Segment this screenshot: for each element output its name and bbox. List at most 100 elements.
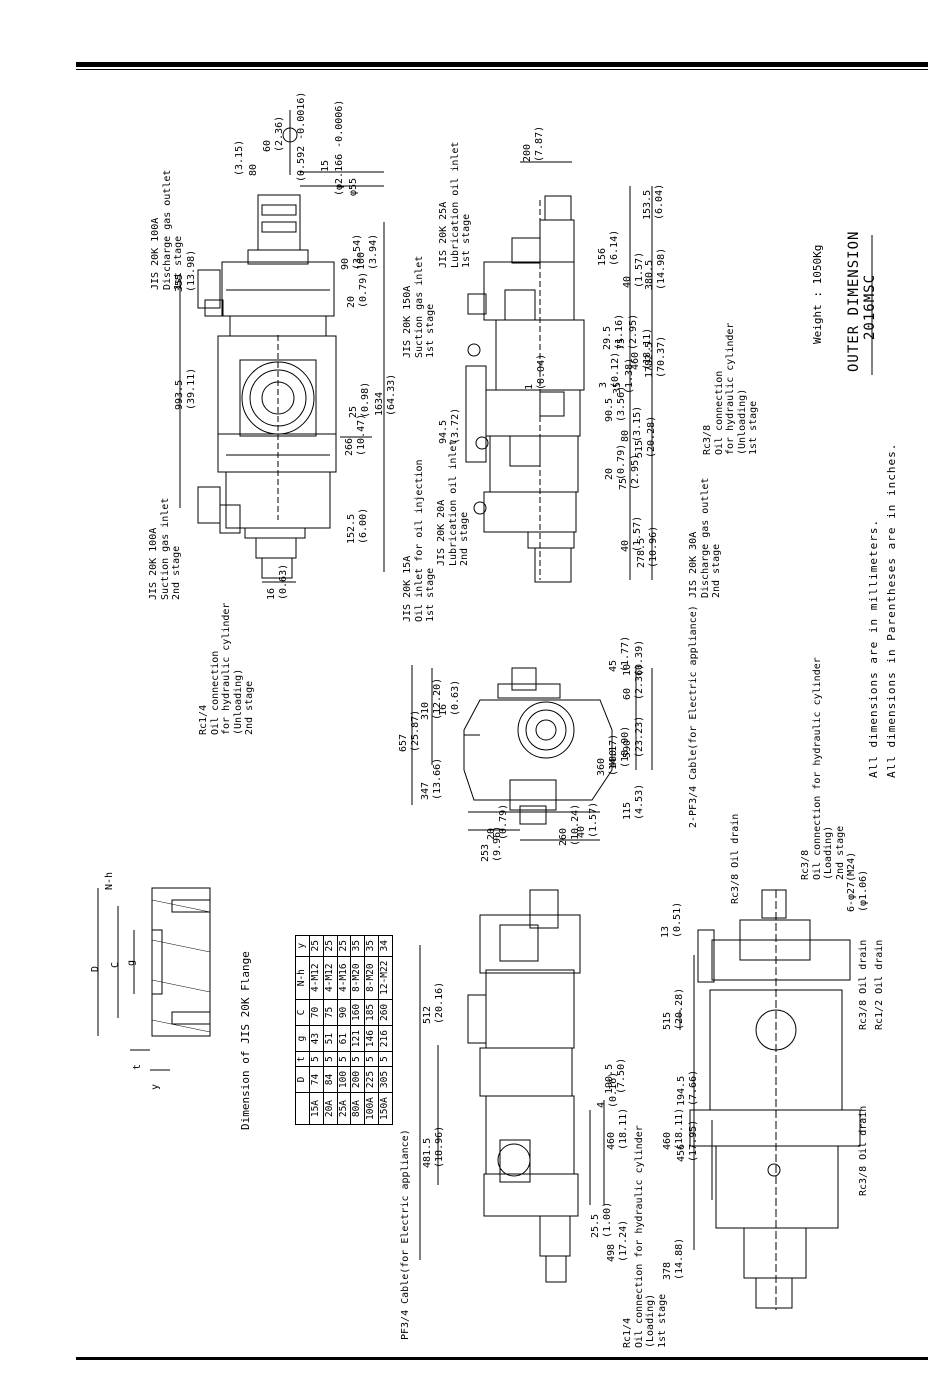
- table-cell: 12-M22: [378, 956, 393, 1000]
- table-cell: 4-M12: [309, 956, 324, 1000]
- table-cell: 160: [350, 999, 365, 1026]
- oil-injection-15a-label: JIS 20K 15A Oil inlet for oil injection …: [402, 459, 436, 622]
- table-cell: 25: [323, 935, 338, 957]
- cable-2pf34-label: 2-PF3/4 Cable(for Electric appliance): [688, 605, 699, 828]
- table-cell: 84: [323, 1066, 338, 1093]
- lub-20a-label: JIS 20K 20A Lubrication oil inlet 2nd st…: [436, 439, 470, 566]
- dim-657: 657 (25.87): [398, 709, 421, 752]
- dim-1634: 1634 (64.33): [374, 373, 397, 416]
- dim-40a: 40 (1.57): [622, 251, 645, 288]
- note-millimeters: All dimensions are in millimeters.: [867, 518, 880, 778]
- dim-13: 13 (0.51): [660, 901, 683, 938]
- dim-515: 515 (20.28): [634, 415, 657, 458]
- table-cell: D: [295, 1066, 310, 1093]
- dim-25: 25 (0.98): [348, 381, 371, 418]
- title-line-1: OUTER DIMENSION: [846, 230, 862, 372]
- dim-315: (3.15): [234, 139, 245, 176]
- dim-512: 512 (20.16): [422, 981, 445, 1024]
- table-cell: 74: [309, 1066, 324, 1093]
- dim-200: 200 (7.87): [522, 125, 545, 162]
- suction-inlet-label: JIS 20K 100A Suction gas inlet 2nd stage: [148, 497, 182, 600]
- table-cell: 25A: [337, 1092, 351, 1125]
- table-cell: 185: [364, 999, 379, 1026]
- dis-30a-label: JIS 20K 30A Discharge gas outlet 2nd sta…: [688, 477, 722, 598]
- note-inches: All dimensions in Parentheses are in inc…: [885, 442, 898, 778]
- table-cell: 260: [378, 999, 393, 1026]
- rc38-loading-label: Rc3/8 Oil connection for hydraulic cylin…: [800, 657, 846, 880]
- table-cell: 61: [337, 1025, 351, 1052]
- dim-266: 266 (10.47): [344, 413, 367, 456]
- dim-481-5: 481.5 (18.96): [422, 1125, 445, 1168]
- table-cell: 216: [378, 1025, 393, 1052]
- table-cell: 8-M20: [364, 956, 379, 1000]
- side-compressor-view-right: [465, 161, 653, 583]
- top-border-rule: [76, 62, 928, 67]
- flange-detail-nh: N-h: [104, 871, 115, 890]
- table-cell: 225: [364, 1066, 379, 1093]
- table-cell: 5: [309, 1051, 324, 1067]
- dim-40e: 40 (1.57): [576, 801, 599, 838]
- dim-60e: 60 (2.36): [622, 663, 645, 700]
- table-cell: 80A: [350, 1092, 365, 1125]
- table-cell: 8-M20: [350, 956, 365, 1000]
- dim-60: 60 (2.36): [262, 115, 285, 152]
- table-cell: 25: [309, 935, 324, 957]
- top-border-rule-thin: [76, 69, 928, 70]
- top-compressor-view: [179, 110, 385, 583]
- table-cell: 35: [364, 935, 379, 957]
- flange-detail-g: g: [126, 959, 137, 966]
- table-cell: 75: [323, 999, 338, 1026]
- bottom-compressor-view-right: [679, 889, 861, 1310]
- dim-380-5: 380.5 (14.98): [644, 247, 667, 290]
- bottom-compressor-view-left: [419, 889, 605, 1283]
- rc38-drain-bottom-label: Rc3/8 Oil drain: [858, 1105, 869, 1196]
- flange-table-caption: Dimension of JIS 20K Flange: [239, 951, 252, 1130]
- table-cell: 20A: [323, 1092, 338, 1125]
- dim-152-5: 152.5 (6.00): [346, 507, 369, 544]
- table-cell: y: [295, 935, 310, 957]
- table-cell: 200: [350, 1066, 365, 1093]
- bottom-border-rule: [76, 1357, 928, 1360]
- table-cell: 5: [378, 1051, 393, 1067]
- table-cell: 70: [309, 999, 324, 1026]
- table-cell: 5: [364, 1051, 379, 1067]
- flange-detail-C: C: [110, 961, 121, 968]
- rc12-drain-label: Rc1/2 Oil drain: [874, 939, 885, 1030]
- table-cell: 5: [350, 1051, 365, 1067]
- rc38-unloading-label: Rc3/8 Oil connection for hydraulic cylin…: [702, 322, 759, 455]
- dim-1782-5: 1782.5 (70.37): [644, 335, 667, 378]
- table-cell: 35: [350, 935, 365, 957]
- dim-75b: 75 (2.95): [618, 453, 641, 490]
- table-cell: 4-M16: [337, 956, 351, 1000]
- rc14-unloading-label: Rc1/4 Oil connection for hydraulic cylin…: [198, 602, 255, 735]
- flange-detail-D: D: [90, 965, 101, 972]
- table-cell: 100: [337, 1066, 351, 1093]
- table-cell: g: [295, 1025, 310, 1052]
- table-cell: 5: [337, 1051, 351, 1067]
- table-cell: 90: [337, 999, 351, 1026]
- table-cell: 43: [309, 1025, 324, 1052]
- dim-378: 378 (14.88): [662, 1237, 685, 1280]
- table-cell: 5: [323, 1051, 338, 1067]
- weight-label: Weight : 1050Kg: [811, 244, 824, 344]
- table-cell: 150A: [378, 1092, 393, 1125]
- lub-25a-label: JIS 20K 25A Lubrication oil inlet 1st st…: [438, 141, 472, 268]
- table-cell: 305: [378, 1066, 393, 1093]
- rc14-loading-label: Rc1/4 Oil connection for hydraulic cylin…: [622, 1125, 668, 1348]
- dim-15: 15: [320, 159, 331, 172]
- dim-253: 253 (9.96): [480, 825, 503, 862]
- dim-16e: 16 (0.63): [438, 679, 461, 716]
- table-cell: [295, 1092, 310, 1125]
- table-cell: 100A: [364, 1092, 379, 1125]
- dim-355: 355 (13.98): [174, 249, 197, 292]
- table-cell: 34: [378, 935, 393, 957]
- dim-194-5: 194.5 (7.66): [676, 1069, 699, 1106]
- table-cell: N-h: [295, 956, 310, 1000]
- dim-190-5: 190.5 (7.50): [604, 1057, 627, 1094]
